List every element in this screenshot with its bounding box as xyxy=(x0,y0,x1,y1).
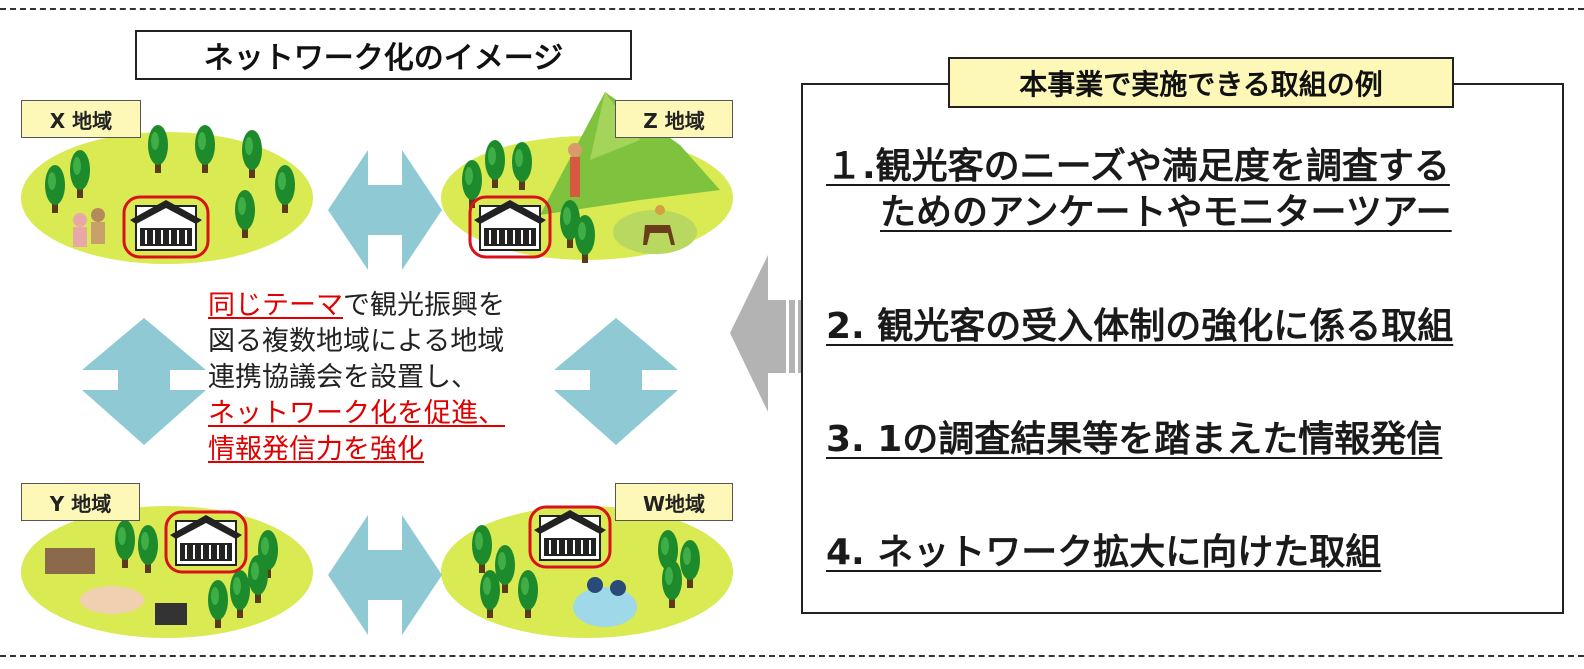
example-item-1-line-1: １.観光客のニーズや満足度を調査する xyxy=(826,146,1450,187)
description-line-4: ネットワーク化を促進、 xyxy=(208,398,505,429)
region-x-illustration xyxy=(21,125,313,264)
example-item-1-line-2: ためのアンケートやモニターツアー xyxy=(880,192,1452,233)
big-left-arrow xyxy=(730,255,801,412)
description-line-2: 図る複数地域による地域 xyxy=(208,326,505,357)
example-item-4: 4. ネットワーク拡大に向けた取組 xyxy=(826,532,1382,573)
description-line-5: 情報発信力を強化 xyxy=(208,434,424,465)
examples-panel-title: 本事業で実施できる取組の例 xyxy=(948,57,1454,108)
network-image-title: ネットワーク化のイメージ xyxy=(135,30,632,80)
bottom-dashed-border xyxy=(0,655,1584,657)
region-y-label: Y 地域 xyxy=(21,483,140,521)
same-theme-text: 同じテーマ xyxy=(208,290,343,321)
top-dashed-border xyxy=(0,8,1584,10)
region-z-illustration xyxy=(441,92,733,263)
region-w-illustration xyxy=(441,505,733,638)
center-description: 同じテーマで観光振興を 図る複数地域による地域 連携協議会を設置し、 ネットワー… xyxy=(208,288,568,468)
connector-arrows xyxy=(82,150,678,635)
example-item-2: 2. 観光客の受入体制の強化に係る取組 xyxy=(826,306,1454,347)
description-line-3: 連携協議会を設置し、 xyxy=(208,362,478,393)
tourism-text: で観光振興を xyxy=(343,290,505,321)
region-x-label: X 地域 xyxy=(21,100,141,138)
region-z-label: Z 地域 xyxy=(615,100,733,138)
region-w-label: W地域 xyxy=(615,483,733,521)
example-item-3: 3. 1の調査結果等を踏まえた情報発信 xyxy=(826,419,1443,460)
region-y-illustration xyxy=(21,506,313,638)
